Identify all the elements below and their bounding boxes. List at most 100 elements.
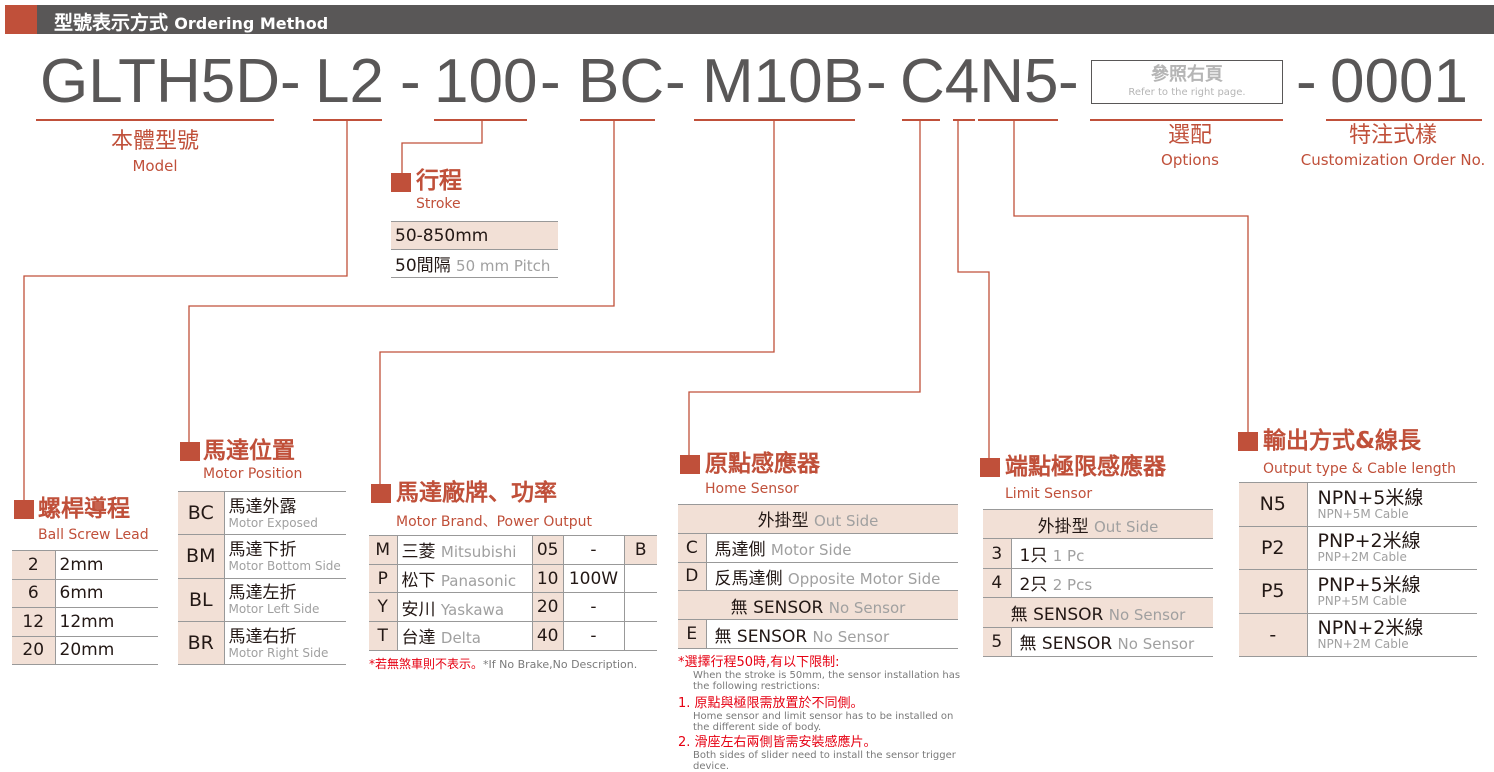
stroke-marker-square [391,173,411,192]
power-value: 100W [568,568,619,589]
table-cell [624,592,657,623]
brand-en: Panasonic [440,572,517,591]
sensor-code: 4 [991,572,1003,593]
table-cell: 05 [532,535,564,565]
sensor-zh: 無 SENSOR [1019,634,1113,655]
header-accent-square [5,5,37,34]
position-zh: 馬達右折 [228,626,297,647]
table-cell: - [1239,612,1308,657]
sensor-en: 2 Pcs [1052,576,1093,595]
model-label-en: Model [132,157,178,175]
output-zh: NPN+5米線 [1317,486,1424,509]
table-cell: 台達 Delta [397,621,533,651]
table-cell: 12 [12,607,56,637]
section-header-bar [5,5,1494,34]
sensor-zh: 馬達側 [714,540,766,561]
code-stroke: 100 [434,47,538,116]
table-row: 50-850mm [391,221,558,250]
table-row: 外掛型 Out Side [678,504,958,534]
table-cell: 50-850mm [391,221,558,250]
underline [1090,119,1283,121]
home-marker-square [680,455,700,474]
code-model: GLTH5D [40,47,281,116]
brand-zh: 三菱 [401,542,436,563]
restriction-note-zh: 2. 滑座左右兩側皆需安裝感應片。 [678,735,877,750]
group2-zh: 無 SENSOR [1010,604,1104,625]
motor-marker-square [371,484,391,503]
options-label-zh: 選配 [1167,123,1212,148]
code-sep: - [280,47,301,116]
power-value: - [590,539,597,560]
motor-note-en: *If No Brake,No Description. [483,658,638,671]
sensor-code: 3 [991,543,1003,564]
output-code: P2 [1260,536,1285,559]
table-cell: 40 [532,621,564,651]
table-cell: 20 [12,635,56,665]
code-sep: - [1058,47,1079,116]
sensor-zh: 2只 [1019,575,1048,596]
table-cell: 6mm [55,578,158,608]
stroke-pitch-en: 50 mm Pitch [456,257,551,275]
table-cell: 6 [12,578,56,608]
output-zh: PNP+2米線 [1317,530,1421,553]
underline [902,119,940,121]
code-sep: - [1296,47,1317,116]
stroke-title: 行程 [416,168,462,194]
position-title: 馬達位置 [203,438,295,464]
brand-code: P [377,568,388,589]
options-label-en: Options [1161,151,1219,169]
sensor-zh: 無 SENSOR [714,626,808,647]
leader-position [188,120,615,444]
leader-lead [23,120,348,502]
underline [313,119,382,121]
table-cell: 外掛型 Out Side [678,504,958,534]
table-cell: 3 [983,538,1012,569]
motor-subtitle: Motor Brand、Power Output [396,514,593,530]
underline [434,119,527,121]
table-cell: 2mm [55,550,158,580]
code-sep: - [540,47,561,116]
code-sep: - [665,47,686,116]
home-title: 原點感應器 [705,451,820,477]
lead-value: 2mm [59,554,104,575]
table-row: 無 SENSOR No Sensor [678,590,958,621]
table-cell: M [369,535,398,565]
table-cell: 2 [12,550,56,580]
position-en: Motor Bottom Side [228,558,341,573]
limit-title: 端點極限感應器 [1005,454,1166,480]
table-cell: 100W [563,563,625,594]
table-cell [624,621,657,651]
output-code: N5 [1259,493,1286,516]
output-zh: NPN+2米線 [1317,617,1424,640]
table-cell: 5 [983,626,1012,657]
lead-title: 螺桿導程 [38,496,130,522]
underline [580,119,655,121]
limit-marker-square [980,458,1000,477]
brand-code: T [377,625,388,646]
brand-zh: 安川 [401,599,436,620]
table-cell: 無 SENSOR No Sensor [1011,626,1213,657]
position-zh: 馬達左折 [228,583,297,604]
table-cell: BM [178,534,225,579]
sensor-zh: 反馬達側 [714,568,783,589]
power-code: 20 [536,597,559,618]
group1-en: Out Side [814,512,879,531]
output-code: P5 [1260,580,1285,603]
